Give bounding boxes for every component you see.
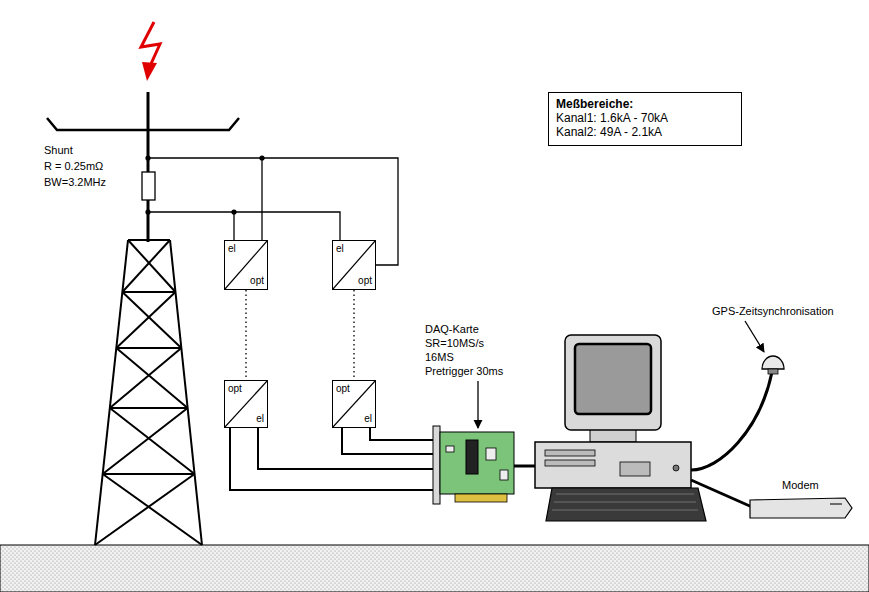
gps-label: GPS-Zeitsynchronisation <box>712 304 834 318</box>
modem <box>691 480 852 518</box>
box-heading: Meßbereiche: <box>556 97 734 111</box>
fiber-optic-link <box>353 290 354 380</box>
converter-label: opt <box>250 275 264 287</box>
mast <box>147 92 150 242</box>
converter-box: el opt <box>332 240 376 290</box>
daq-card <box>433 381 514 504</box>
daq-label: DAQ-Karte <box>425 322 479 336</box>
sample-rate: SR=10MS/s <box>425 336 484 350</box>
converter-box: opt el <box>224 380 268 428</box>
signal-cables <box>230 428 440 490</box>
lattice-tower <box>95 240 202 545</box>
gps-antenna <box>691 321 784 470</box>
range-text: Kanal1: 1.6kA - 70kA <box>556 111 734 125</box>
converter-label: opt <box>358 275 372 287</box>
range-box: Meßbereiche:Kanal1: 1.6kA - 70kAKanal2: … <box>548 92 742 146</box>
converter-box: el opt <box>224 240 268 290</box>
memory-depth: 16MS <box>425 350 454 364</box>
converter-label: el <box>228 243 236 255</box>
junction-dots <box>145 155 264 214</box>
converter-label: el <box>256 413 264 425</box>
shunt-label: Shunt <box>44 143 73 157</box>
converter-label: el <box>364 413 372 425</box>
lightning-bolt <box>141 22 160 66</box>
pc-cable <box>514 465 536 468</box>
fiber-optic-link <box>245 290 246 380</box>
range-text: Kanal2: 49A - 2.1kA <box>556 125 734 139</box>
modem-label: Modem <box>782 478 819 492</box>
converter-label: opt <box>228 383 242 395</box>
converter-label: opt <box>336 383 350 395</box>
converter-box: opt el <box>332 380 376 428</box>
converter-label: el <box>336 243 344 255</box>
pretrigger-value: Pretrigger 30ms <box>425 364 503 378</box>
computer <box>535 335 706 521</box>
ground <box>0 545 869 592</box>
bandwidth-value: BW=3.2MHz <box>44 175 106 189</box>
lightning-arrowhead <box>142 62 157 81</box>
shunt-resistor <box>142 172 155 200</box>
crossarm <box>47 118 239 130</box>
resistance-value: R = 0.25mΩ <box>44 159 103 173</box>
